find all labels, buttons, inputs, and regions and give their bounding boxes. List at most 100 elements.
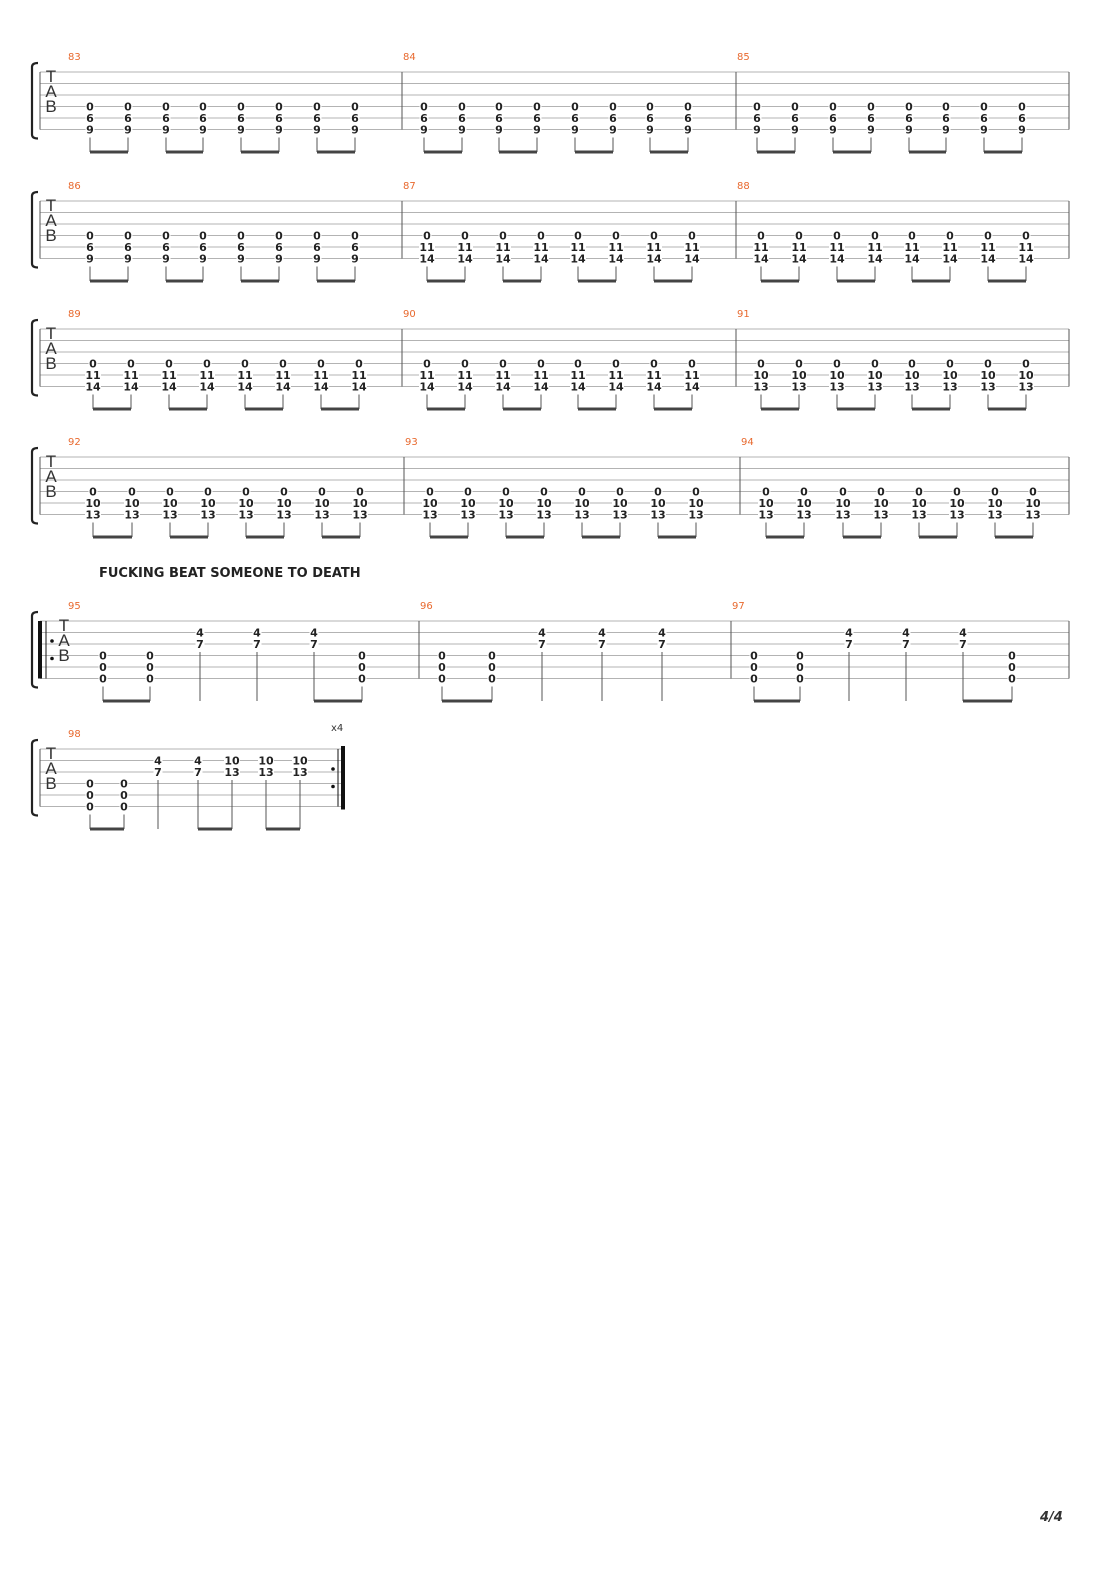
- fret-number: 0: [313, 101, 321, 114]
- fret-mask: [650, 498, 666, 508]
- fret-mask: [911, 498, 927, 508]
- fret-mask: [688, 498, 704, 508]
- fret-mask: [487, 662, 497, 672]
- fret-number: 0: [120, 778, 128, 791]
- fret-number: 0: [275, 230, 283, 243]
- fret-mask: [570, 124, 580, 135]
- fret-number: 10: [276, 497, 292, 510]
- fret-mask: [161, 370, 177, 380]
- fret-mask: [844, 627, 854, 638]
- tab-clef-letter: T: [46, 744, 56, 763]
- measure: 9201013010130101301013010130101301013010…: [68, 437, 405, 539]
- fret-mask: [911, 509, 927, 520]
- fret-mask: [203, 486, 213, 497]
- fret-mask: [457, 370, 473, 380]
- fret-number: 13: [911, 509, 926, 522]
- fret-mask: [645, 101, 655, 112]
- fret-number: 0: [488, 673, 496, 686]
- fret-number: 9: [791, 124, 799, 137]
- fret-mask: [979, 113, 989, 123]
- fret-mask: [85, 381, 101, 392]
- tab-clef-letter: T: [59, 616, 69, 635]
- fret-number: 11: [161, 369, 176, 382]
- fret-mask: [753, 242, 769, 252]
- fret-mask: [495, 381, 511, 392]
- fret-mask: [597, 627, 607, 638]
- tab-clef-letter: A: [45, 759, 57, 778]
- fret-number: 10: [688, 497, 704, 510]
- fret-number: 10: [536, 497, 552, 510]
- fret-mask: [683, 101, 693, 112]
- fret-number: 6: [942, 112, 950, 125]
- fret-mask: [274, 101, 284, 112]
- fret-number: 11: [495, 241, 510, 254]
- fret-number: 13: [224, 766, 239, 779]
- fret-number: 0: [833, 230, 841, 243]
- fret-mask: [649, 230, 659, 241]
- fret-number: 0: [241, 358, 249, 371]
- fret-number: 10: [904, 369, 920, 382]
- fret-mask: [419, 370, 435, 380]
- fret-mask: [202, 358, 212, 369]
- fret-number: 0: [146, 661, 154, 674]
- tab-clef-letter: A: [58, 631, 70, 650]
- fret-number: 7: [253, 638, 261, 651]
- fret-number: 6: [905, 112, 913, 125]
- fret-number: 7: [598, 638, 606, 651]
- fret-number: 4: [538, 627, 546, 640]
- fret-number: 9: [313, 124, 321, 137]
- fret-number: 0: [980, 101, 988, 114]
- fret-number: 14: [275, 381, 291, 394]
- fret-number: 0: [829, 101, 837, 114]
- fret-mask: [829, 370, 845, 380]
- fret-mask: [161, 242, 171, 252]
- fret-mask: [200, 509, 216, 520]
- fret-mask: [1018, 370, 1034, 380]
- fret-mask: [88, 358, 98, 369]
- fret-mask: [457, 381, 473, 392]
- fret-mask: [119, 801, 129, 812]
- fret-number: 0: [688, 230, 696, 243]
- fret-mask: [942, 370, 958, 380]
- fret-number: 9: [420, 124, 428, 137]
- measure: 9401013010130101301013010130101301013010…: [741, 437, 1070, 539]
- fret-number: 0: [313, 230, 321, 243]
- fret-number: 0: [461, 230, 469, 243]
- fret-mask: [274, 253, 284, 264]
- fret-mask: [653, 486, 663, 497]
- fret-mask: [904, 101, 914, 112]
- fret-number: 10: [612, 497, 628, 510]
- fret-number: 13: [162, 509, 177, 522]
- fret-number: 0: [99, 661, 107, 674]
- fret-mask: [238, 509, 254, 520]
- fret-number: 9: [646, 124, 654, 137]
- fret-number: 9: [1018, 124, 1026, 137]
- fret-number: 11: [457, 241, 472, 254]
- fret-mask: [312, 101, 322, 112]
- fret-mask: [313, 381, 329, 392]
- fret-mask: [828, 124, 838, 135]
- fret-mask: [195, 639, 205, 649]
- fret-number: 7: [154, 766, 162, 779]
- fret-number: 10: [258, 755, 274, 768]
- fret-number: 11: [867, 241, 882, 254]
- fret-number: 9: [458, 124, 466, 137]
- fret-mask: [873, 498, 889, 508]
- tab-clef-letter: A: [45, 211, 57, 230]
- fret-mask: [941, 124, 951, 135]
- measure: 8701114011140111401114011140111401114011…: [403, 181, 737, 283]
- fret-mask: [494, 113, 504, 123]
- fret-number: 9: [351, 124, 359, 137]
- fret-number: 0: [578, 486, 586, 499]
- fret-mask: [419, 253, 435, 264]
- fret-mask: [419, 242, 435, 252]
- fret-mask: [611, 358, 621, 369]
- fret-number: 13: [867, 381, 882, 394]
- fret-mask: [835, 509, 851, 520]
- fret-number: 0: [86, 801, 94, 814]
- fret-mask: [684, 253, 700, 264]
- fret-mask: [794, 358, 804, 369]
- fret-mask: [573, 230, 583, 241]
- fret-number: 7: [902, 638, 910, 651]
